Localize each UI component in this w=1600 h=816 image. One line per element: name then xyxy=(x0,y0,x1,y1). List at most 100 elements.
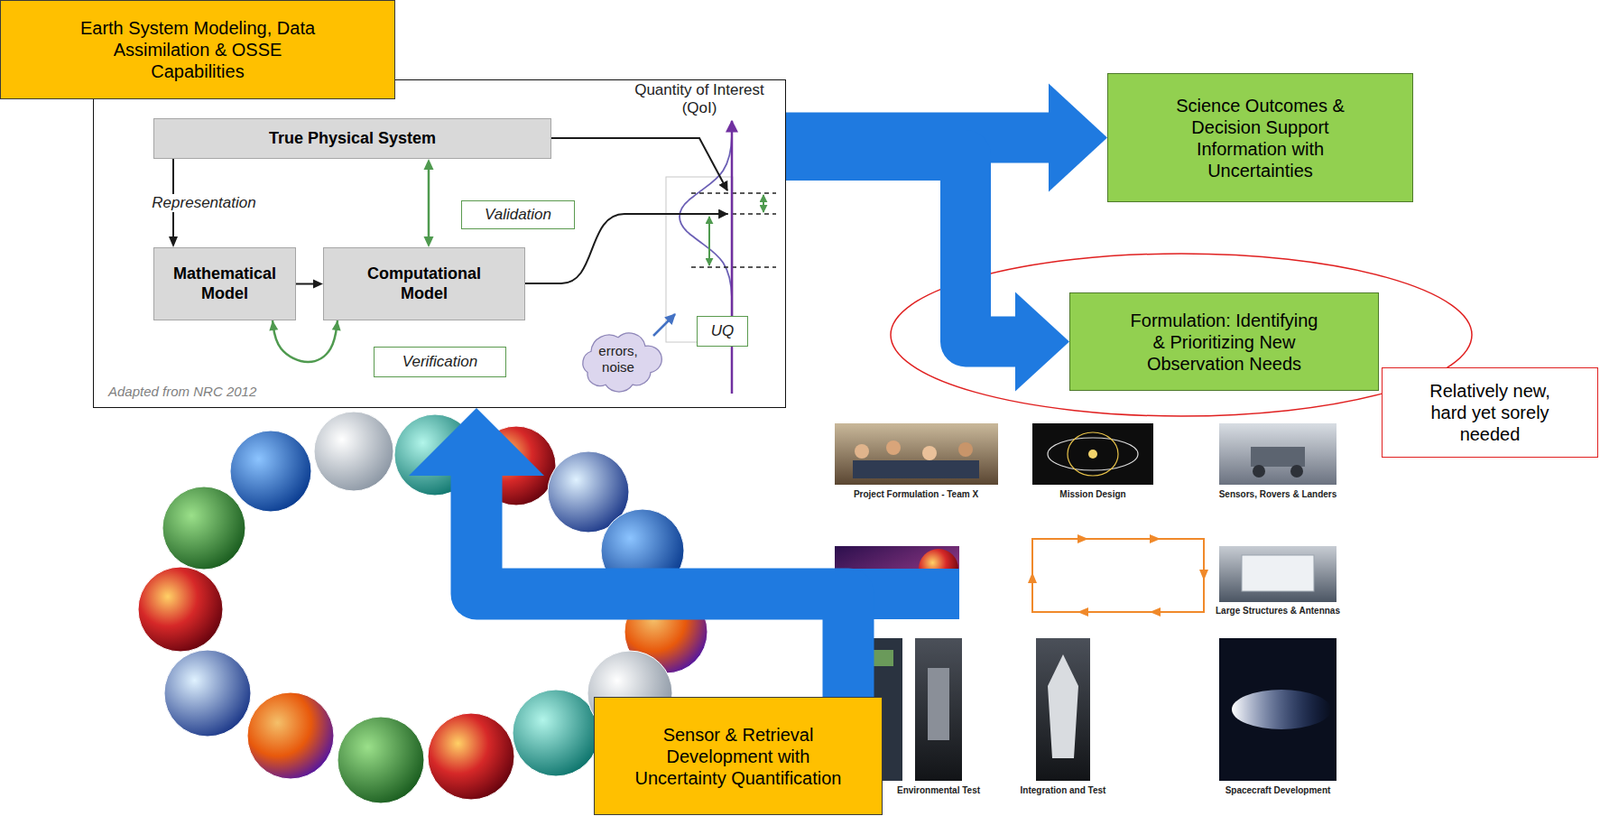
connector-line xyxy=(427,166,431,240)
process-tag: Verification xyxy=(373,346,507,378)
arrow-head xyxy=(1015,292,1070,392)
block-arrow-shaft xyxy=(786,155,1018,343)
arrow-head xyxy=(408,407,545,476)
photo-caption: Project Formulation - Team X xyxy=(853,489,979,500)
arrow-head xyxy=(268,320,278,332)
node-text: Mathematical Model xyxy=(165,264,285,304)
photo-grid xyxy=(1032,538,1204,612)
globe-ring xyxy=(162,486,246,570)
arrow-head xyxy=(313,279,324,289)
node-text: Adapted from NRC 2012 xyxy=(108,383,257,400)
uq-illustration xyxy=(551,138,728,191)
arrow-head xyxy=(1048,83,1108,193)
outcome-box: Formulation: Identifying & Prioritizing … xyxy=(1069,292,1379,391)
photo-grid xyxy=(1067,432,1119,476)
node-text: Verification xyxy=(402,352,478,371)
globe-ring xyxy=(512,689,600,777)
outcome-box: Science Outcomes & Decision Support Info… xyxy=(1107,73,1414,203)
uq-illustration xyxy=(679,135,732,298)
photo-grid xyxy=(958,442,973,457)
callout-note: Relatively new, hard yet sorely needed xyxy=(1381,367,1599,458)
photo-grid xyxy=(1290,464,1304,478)
photo-grid xyxy=(1231,689,1332,730)
axis-title: Quantity of Interest (QoI) xyxy=(622,81,777,119)
cloud-shape xyxy=(582,332,662,392)
globe-ring xyxy=(337,716,425,804)
globe-ring xyxy=(314,411,394,491)
verification-arrow xyxy=(268,320,341,362)
photo-caption: Environmental Test xyxy=(897,785,981,796)
photo-grid xyxy=(1047,437,1138,471)
uq-illustration xyxy=(691,192,777,194)
node-text: UQ xyxy=(711,322,735,341)
node-text: errors, noise xyxy=(590,342,647,376)
photo-grid xyxy=(852,460,980,479)
connector-line xyxy=(272,320,338,362)
model-box: Mathematical Model xyxy=(153,247,296,321)
photo-caption: Sensors, Rovers & Landers xyxy=(1219,489,1338,500)
edge-label: Representation xyxy=(148,194,259,213)
photo-grid xyxy=(927,667,950,740)
node-text: True Physical System xyxy=(268,129,436,149)
globe-ring xyxy=(230,430,312,512)
block-arrow xyxy=(786,155,1070,392)
flow-arrow xyxy=(295,279,324,289)
photo-grid xyxy=(1149,534,1161,544)
photo-grid xyxy=(915,638,962,781)
photo-grid xyxy=(1032,423,1154,485)
process-tag: Validation xyxy=(461,200,575,230)
validation-arrow xyxy=(424,158,435,248)
uq-illustration xyxy=(708,216,711,266)
arrow-head xyxy=(424,236,435,248)
photo-caption: Spacecraft Development xyxy=(1225,785,1332,796)
model-panel: Adapted from NRC 2012 True Physical Syste… xyxy=(92,79,787,408)
photo-grid xyxy=(1047,654,1079,759)
uq-tag: UQ xyxy=(696,315,749,347)
arrow-head xyxy=(424,158,435,170)
noise-cloud: errors, noise xyxy=(576,326,660,392)
connector-line xyxy=(295,283,316,286)
photo-grid xyxy=(1241,554,1314,592)
node-text: Formulation: Identifying & Prioritizing … xyxy=(1127,309,1322,375)
photo-grid xyxy=(1219,638,1337,781)
globe-ring xyxy=(164,649,251,737)
arrow-head xyxy=(168,236,178,248)
block-arrow-shaft xyxy=(476,473,849,697)
photo-grid xyxy=(834,423,1337,781)
photo-grid xyxy=(1077,607,1089,617)
photo-grid xyxy=(1219,423,1337,485)
capability-box: Sensor & Retrieval Development with Unce… xyxy=(593,696,883,815)
uq-illustration xyxy=(653,314,676,336)
capability-box: Earth System Modeling, Data Assimilation… xyxy=(0,0,396,100)
photo-grid xyxy=(1088,449,1098,459)
node-text: Science Outcomes & Decision Support Info… xyxy=(1156,94,1366,182)
photo-grid xyxy=(1250,446,1305,467)
globe-ring xyxy=(247,692,334,779)
photo-grid xyxy=(1252,464,1266,478)
node-text: Relatively new, hard yet sorely needed xyxy=(1413,379,1567,445)
block-arrow xyxy=(408,407,849,697)
uq-illustration xyxy=(730,120,734,394)
photo-caption: Large Structures & Antennas xyxy=(1215,605,1341,617)
photo-caption: Mission Design xyxy=(1059,489,1126,500)
photo-caption: Integration and Test xyxy=(1020,785,1107,796)
photo-grid xyxy=(1035,638,1091,781)
photo-grid xyxy=(1149,607,1161,617)
photo-grid xyxy=(834,423,999,485)
arrow-head xyxy=(332,320,342,332)
photo-grid xyxy=(1199,569,1209,581)
node-text: Validation xyxy=(484,205,552,224)
photo-grid xyxy=(886,440,901,455)
photo-grid xyxy=(854,443,870,459)
uq-illustration xyxy=(691,266,777,268)
globe-ring xyxy=(427,712,515,800)
uq-illustration xyxy=(525,120,777,394)
node-text: Earth System Modeling, Data Assimilation… xyxy=(74,17,322,83)
model-box: Computational Model xyxy=(323,247,526,321)
photo-grid xyxy=(922,445,937,461)
node-text: Computational Model xyxy=(356,264,492,304)
photo-grid xyxy=(1077,534,1089,544)
globe-ring xyxy=(138,566,223,652)
photo-grid xyxy=(1219,545,1337,602)
system-box: True Physical System xyxy=(153,118,552,159)
